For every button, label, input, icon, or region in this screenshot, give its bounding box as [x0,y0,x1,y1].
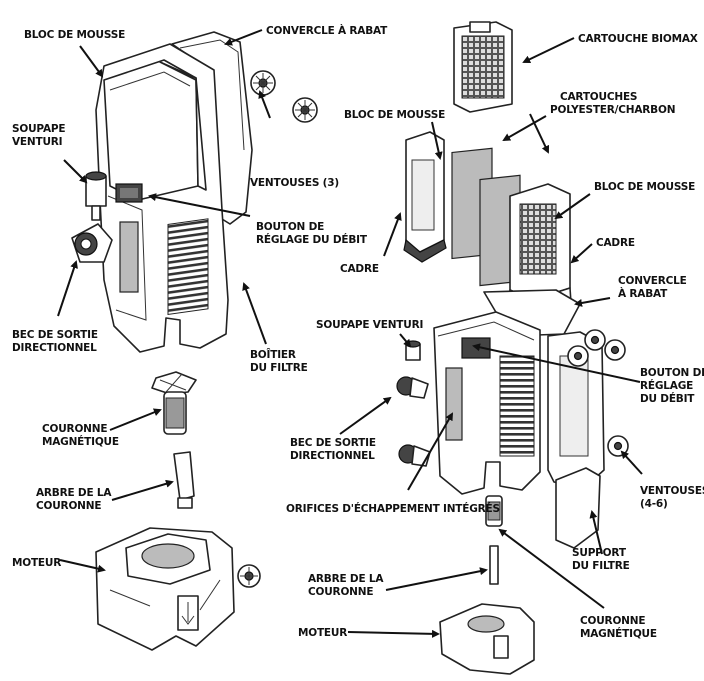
left-venturi-valve [85,171,107,221]
label-flow-knob-left-1: BOUTON DE [256,221,324,233]
right-impeller-shaft [489,545,499,585]
label-impeller-left-2: MAGNÉTIQUE [42,435,119,448]
right-spare-outlet [398,444,431,467]
right-directional-outlet [396,376,429,399]
label-outlet-left-2: DIRECTIONNEL [12,342,97,354]
right-venturi-valve [405,340,421,361]
label-outlet-right-2: DIRECTIONNEL [290,450,375,462]
labels: BLOC DE MOUSSE CONVERCLE À RABAT SOUPAPE… [12,24,704,640]
label-poly-charcoal-2: POLYESTER/CHARBON [550,104,675,116]
label-foam-block-right: BLOC DE MOUSSE [594,181,695,193]
biomax-cartridge [453,21,513,113]
label-venturi-right: SOUPAPE VENTURI [316,319,423,331]
right-motor [439,603,535,675]
label-venturi-left-2: VENTURI [12,136,62,148]
label-housing-1: BOÎTIER [250,348,296,361]
label-motor-left: MOTEUR [12,557,61,569]
label-shaft-right-1: ARBRE DE LA [308,573,384,585]
left-front-window [119,221,139,293]
label-foam-block-right-top: BLOC DE MOUSSE [344,109,445,121]
label-suction-cups-46-1: VENTOUSES [640,485,704,497]
label-flow-knob-right-1: BOUTON DE [640,367,704,379]
left-magnetic-impeller [151,371,197,435]
label-flip-lid-left: CONVERCLE À RABAT [266,24,388,37]
label-flow-knob-right-3: DU DÉBIT [640,392,695,405]
left-suction-cups [250,70,318,123]
label-frame-left: CADRE [340,263,379,275]
label-poly-charcoal-1: CARTOUCHES [560,91,637,103]
label-flip-lid-right-2: À RABAT [618,287,668,300]
label-venturi-left-1: SOUPAPE [12,123,65,135]
label-flow-knob-right-2: RÉGLAGE [640,379,693,392]
left-flow-knob [115,183,143,203]
label-impeller-left-1: COURONNE [42,423,107,435]
label-flow-knob-left-2: RÉGLAGE DU DÉBIT [256,233,368,246]
label-shaft-right-2: COURONNE [308,586,373,598]
left-housing-slots [167,218,209,315]
right-filter-housing [433,311,541,495]
label-support-1: SUPPORT [572,547,627,559]
label-impeller-right-1: COURONNE [580,615,645,627]
label-suction-cups-46-2: (4-6) [640,498,668,510]
left-motor-suction-cup [237,564,261,588]
left-assembled-filter [71,31,253,353]
label-frame-right: CADRE [596,237,635,249]
label-shaft-left-2: COURONNE [36,500,101,512]
label-impeller-right-2: MAGNÉTIQUE [580,627,657,640]
label-outlet-left-1: BEC DE SORTIE [12,329,98,341]
left-foam-block [103,59,199,201]
label-biomax: CARTOUCHE BIOMAX [578,33,698,45]
label-foam-block-left: BLOC DE MOUSSE [24,29,125,41]
right-foam-frame-left [403,131,447,263]
label-exhaust-vents: ORIFICES D'ÉCHAPPEMENT INTÉGRÉS [286,502,500,515]
right-suction-cups [567,329,629,457]
left-motor [95,527,235,651]
label-housing-2: DU FILTRE [250,362,308,374]
label-support-2: DU FILTRE [572,560,630,572]
right-magnetic-impeller [485,495,503,527]
label-shaft-left-1: ARBRE DE LA [36,487,112,499]
left-impeller-shaft [173,451,195,509]
left-directional-outlet [71,223,113,263]
label-motor-right: MOTEUR [298,627,347,639]
label-flip-lid-right-1: CONVERCLE [618,275,687,287]
callout-arrows [57,29,643,638]
label-outlet-right-1: BEC DE SORTIE [290,437,376,449]
label-suction-cups-3: VENTOUSES (3) [250,177,339,189]
